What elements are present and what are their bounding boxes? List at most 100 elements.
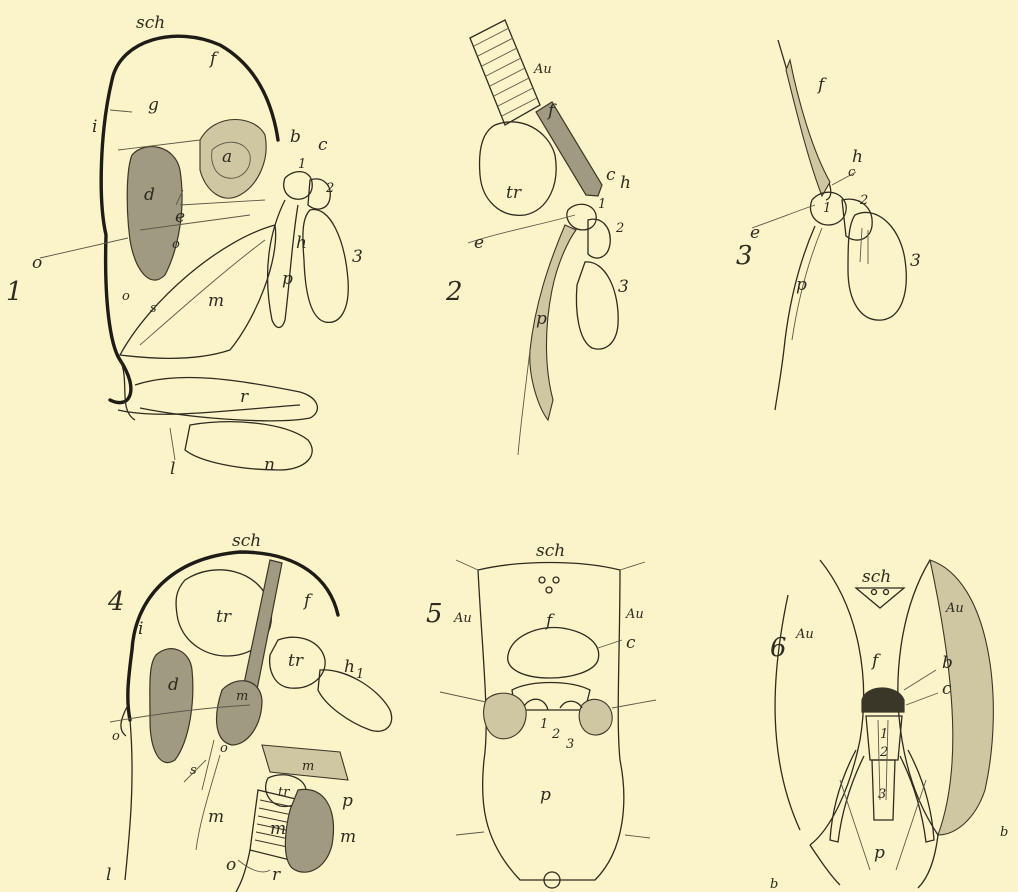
fig1-label-h: h — [296, 233, 307, 253]
fig1-label-o-left: o — [32, 253, 42, 273]
fig6-label-b: b — [942, 653, 953, 673]
fig2-label-au: Au — [533, 62, 552, 77]
fig1-label-g: g — [148, 95, 159, 115]
fig3-label-h: h — [852, 147, 863, 167]
fig3-label-p: p — [796, 275, 807, 295]
fig5-left-knob — [484, 693, 527, 739]
fig6-label-3: 3 — [878, 787, 886, 802]
figure-2: 2 Au f tr c h 1 2 e 3 p — [445, 20, 631, 455]
fig1-label-b: b — [290, 127, 301, 147]
fig5-ocellus-3 — [546, 587, 552, 593]
figure-1-number: 1 — [6, 277, 23, 307]
fig4-label-r: r — [272, 865, 281, 885]
fig4-eye-d — [150, 649, 193, 763]
fig6-label-f: f — [870, 651, 881, 671]
figure-2-number: 2 — [445, 277, 463, 307]
fig1-label-s: s — [150, 301, 157, 316]
fig6-ocellus-1 — [872, 590, 877, 595]
fig1-lower-outline — [118, 360, 300, 420]
fig3-label-1: 1 — [823, 201, 831, 216]
fig1-label-e: e — [175, 207, 185, 227]
fig6-clypeus — [862, 688, 904, 712]
fig2-label-e: e — [474, 233, 484, 253]
fig5-label-au-right: Au — [625, 607, 644, 622]
fig1-label-3: 3 — [352, 247, 363, 267]
fig5-label-p: p — [540, 785, 551, 805]
fig2-label-p: p — [536, 309, 547, 329]
fig1-label-2: 2 — [325, 181, 334, 196]
fig1-antennal-a — [200, 119, 266, 198]
fig3-label-c: c — [848, 165, 856, 180]
fig3-palp-p — [775, 226, 815, 410]
fig6-left-palp — [830, 750, 864, 842]
fig4-label-m: m — [236, 689, 248, 704]
fig2-label-tr: tr — [506, 183, 522, 203]
fig1-label-c: c — [318, 135, 328, 155]
fig2-frons-f — [536, 102, 602, 196]
fig1-label-o-mid: o — [172, 237, 180, 252]
figure-3-number: 3 — [736, 241, 753, 271]
fig4-label-o-left: o — [112, 729, 120, 744]
fig4-label-m-hatched: m — [270, 819, 286, 839]
fig5-right-knob — [579, 699, 612, 735]
fig1-palp-segment-1 — [284, 172, 313, 200]
fig6-right-outline — [898, 560, 938, 835]
fig4-label-o-low: o — [226, 855, 236, 875]
figure-5: 5 sch Au f Au c 1 2 3 p — [426, 541, 656, 888]
fig4-label-l: l — [106, 865, 111, 885]
fig3-label-3: 3 — [910, 251, 921, 271]
fig5-label-2: 2 — [551, 727, 560, 742]
fig4-label-o-mid: o — [220, 741, 228, 756]
fig2-label-1: 1 — [598, 197, 606, 212]
fig1-label-1: 1 — [298, 157, 306, 172]
fig1-label-r: r — [240, 387, 249, 407]
fig5-label-sch: sch — [536, 541, 565, 561]
fig4-label-d: d — [168, 675, 179, 695]
fig4-label-tr2: tr — [288, 651, 304, 671]
fig1-label-m: m — [208, 291, 224, 311]
fig5-label-3: 3 — [566, 737, 574, 752]
fig3-label-e: e — [750, 223, 760, 243]
fig1-label-f: f — [208, 49, 219, 69]
fig2-label-c: c — [606, 165, 616, 185]
fig4-label-i: i — [138, 619, 143, 639]
fig4-palp-p — [285, 789, 333, 872]
fig6-label-au-left: Au — [795, 627, 814, 642]
fig6-label-1: 1 — [880, 727, 888, 742]
fig4-label-m-band: m — [302, 759, 314, 774]
fig1-label-o-low: o — [122, 289, 130, 304]
fig2-label-h: h — [620, 173, 631, 193]
fig6-label-sch: sch — [862, 567, 891, 587]
fig6-sch-notch — [856, 588, 904, 608]
fig1-label-sch: sch — [136, 13, 165, 33]
figure-1: 1 sch f g i a b c d e 1 — [6, 13, 363, 479]
fig2-segment-2 — [588, 219, 610, 258]
fig1-label-n: n — [264, 455, 275, 475]
fig4-label-h: h — [344, 657, 355, 677]
fig1-label-i: i — [92, 117, 97, 137]
fig1-label-p: p — [282, 269, 293, 289]
fig6-label-b-left: b — [770, 877, 778, 892]
fig4-label-m-right: m — [340, 827, 356, 847]
fig5-ocellus-2 — [553, 577, 559, 583]
figure-4-number: 4 — [107, 587, 125, 617]
fig4-label-tr: tr — [216, 607, 232, 627]
fig2-label-2: 2 — [615, 221, 624, 236]
fig2-segment-3 — [576, 262, 618, 349]
fig3-segment-3 — [848, 212, 906, 320]
fig4-appendage-r — [238, 860, 270, 872]
fig6-left-outline — [810, 560, 864, 845]
fig6-label-c: c — [942, 679, 952, 699]
fig1-label-l: l — [170, 459, 175, 479]
fig3-label-f: f — [816, 75, 827, 95]
fig1-eye-d — [127, 147, 182, 281]
figure-3: 3 f h c 1 2 e p 3 — [736, 40, 921, 410]
fig6-label-b-right: b — [1000, 825, 1008, 840]
fig5-clypeus-c — [508, 627, 599, 678]
fig2-antenna-au — [470, 20, 540, 125]
fig2-segment-1 — [567, 204, 596, 230]
fig6-ocellus-2 — [884, 590, 889, 595]
fig6-label-p: p — [874, 843, 885, 863]
fig6-label-au-right: Au — [945, 601, 964, 616]
